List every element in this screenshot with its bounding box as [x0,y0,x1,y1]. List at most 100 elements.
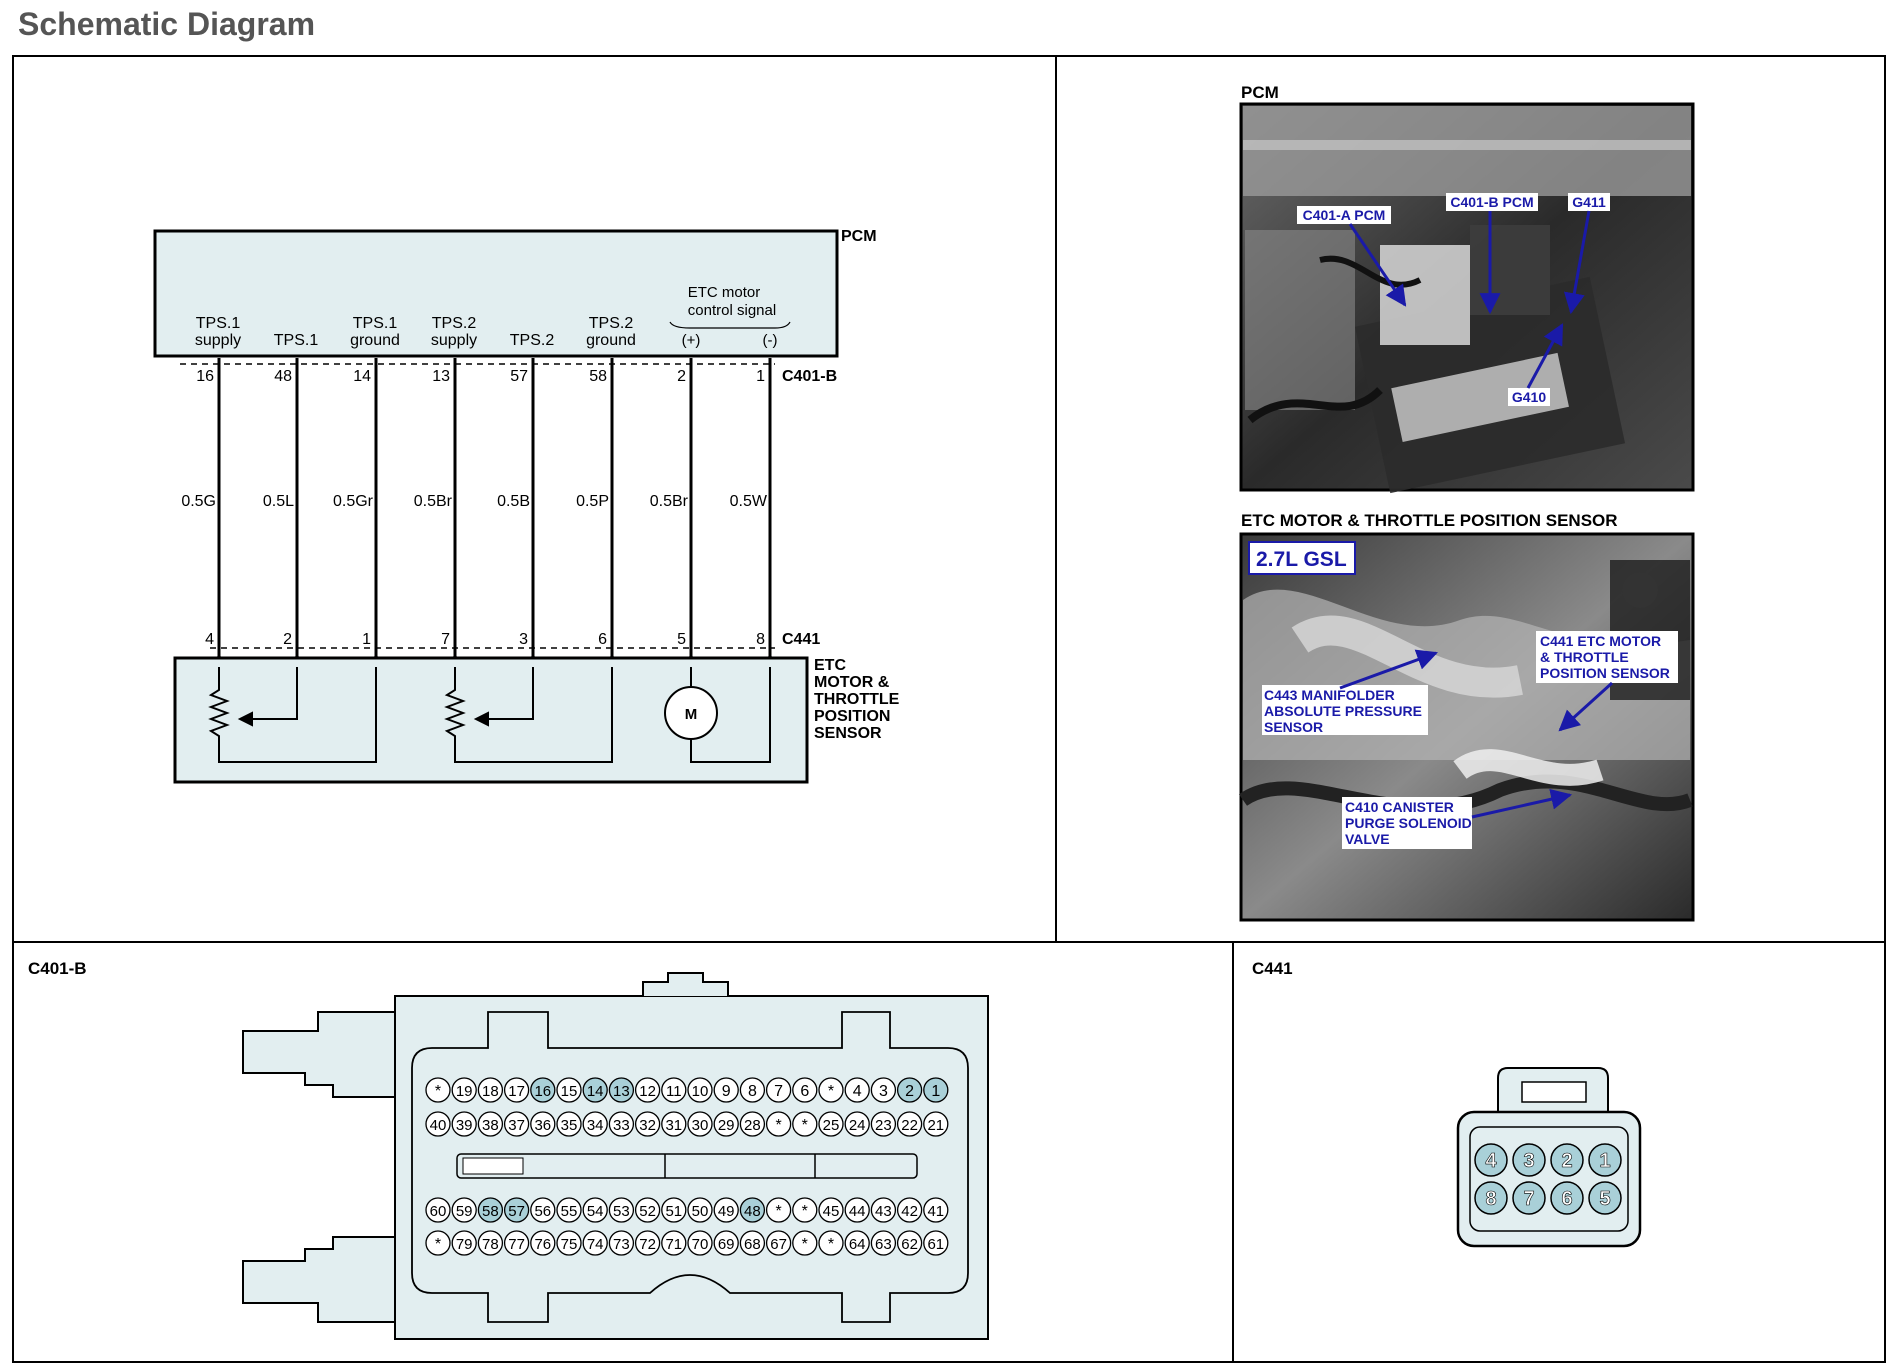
motor-symbol: M [685,706,698,723]
pcm-pin-number: 16 [196,368,214,385]
c401b-pin [870,1197,897,1223]
c441-pin-number: 6 [1561,1188,1572,1210]
c401b-pin-number: 53 [613,1203,630,1220]
c401b-pin-number: 8 [748,1083,757,1100]
c401b-pin-number: 51 [665,1203,682,1220]
c441-pin [1512,1143,1546,1177]
page-title: Schematic Diagram [18,6,316,42]
c401b-pin [477,1111,504,1137]
c401b-pin-number: 12 [639,1083,656,1100]
c401b-pin [556,1077,582,1103]
c401b-pin-number: 33 [613,1117,630,1134]
c401b-pin-number: * [828,1083,834,1100]
c401b-pin [661,1230,687,1256]
c441-pin-number: 8 [1485,1188,1496,1210]
c401b-slot-bar [456,1153,918,1179]
c401b-pin-number: 37 [508,1117,525,1134]
c401b-pin [896,1230,923,1256]
c401b-pin [503,1111,530,1137]
c401b-pin-number: 22 [901,1117,918,1134]
c401b-pin [818,1197,844,1223]
c401b-pin [792,1077,818,1103]
c401b-pin-number: 6 [800,1083,809,1100]
pcm-pin-number: 57 [510,368,528,385]
c401b-pin-number: 44 [849,1203,866,1220]
c441-title: C441 [1252,959,1293,978]
pin-function-label: supply [195,332,241,349]
c401b-pin-number: 11 [666,1083,682,1100]
component-label-line-3: THROTTLE [814,691,900,708]
c401b-pin [530,1230,556,1256]
c401b-pin-number: 23 [875,1117,892,1134]
callout-c410-line-1: C410 CANISTER [1345,799,1454,815]
c401b-pin [739,1111,766,1137]
c401b-pin-number: 50 [692,1203,709,1220]
c401b-pin-number: 15 [561,1083,578,1100]
callout-c410-line-3: VALVE [1345,831,1390,847]
wire-color-code: 0.5P [576,493,609,510]
callout-c443: C443 MANIFOLDER ABSOLUTE PRESSURE SENSOR [1264,687,1422,735]
tps2-resistor [444,667,613,763]
c401b-pin [923,1230,949,1256]
c401b-pin-number: 16 [534,1083,551,1100]
c401b-pin-number: 39 [456,1117,473,1134]
c441-body [1456,1110,1642,1248]
c401b-pin [923,1111,949,1137]
c401b-pin-number: 62 [901,1236,918,1253]
c401b-pin [582,1077,608,1103]
c401b-pin [765,1197,792,1223]
c401b-pin [687,1111,713,1137]
c401b-pin [608,1230,635,1256]
component-label-line-4: POSITION [814,708,890,725]
c401b-pin [530,1077,556,1103]
pin-function-label: TPS.2 [510,332,555,349]
wire-group: TPS.1supply160.5G4TPS.1480.5L2TPS.1groun… [181,315,779,665]
c401b-pin [451,1197,477,1223]
c401b-pin-number: 28 [744,1117,761,1134]
c401b-pin-number: 70 [692,1236,709,1253]
frame-grid [12,55,1886,1363]
c401b-pin [923,1197,949,1223]
c401b-pin [425,1111,451,1137]
c401b-pin-number: 31 [665,1117,682,1134]
c401b-pin-number: 25 [823,1117,840,1134]
sensor-pin-number: 4 [205,631,214,648]
c401b-pin [792,1197,818,1223]
c401b-pin-number: 19 [456,1083,473,1100]
c401b-pin-number: 61 [927,1236,944,1253]
callout-c441: C441 ETC MOTOR & THROTTLE POSITION SENSO… [1540,633,1670,681]
callout-c441-line-1: C441 ETC MOTOR [1540,633,1661,649]
c401b-pin-number: 77 [508,1236,525,1253]
c441-cavity [1469,1126,1629,1232]
c401b-pin [765,1230,792,1256]
c401b-pin-number: 49 [718,1203,735,1220]
c441-pin [1588,1143,1622,1177]
c401b-pin-number: 14 [587,1083,604,1100]
c401b-pin-number: * [435,1083,441,1100]
c401b-pin [896,1197,923,1223]
c401b-pin-number: 69 [718,1236,735,1253]
c401b-pin-number: 1 [931,1083,940,1100]
c401b-pin-number: 34 [587,1117,604,1134]
c441-connector-label: C441 [782,631,820,648]
etc-motor-label-2: control signal [688,302,776,319]
c401b-pin [792,1111,818,1137]
c401b-pin [896,1077,923,1103]
c401b-title: C401-B [28,959,87,978]
component-label-line-1: ETC [814,657,846,674]
c441-pin-number: 1 [1599,1150,1610,1172]
pcm-pin-number: 1 [756,368,765,385]
component-label-line-5: SENSOR [814,725,882,742]
c401b-pin [818,1111,844,1137]
c401b-pin [923,1077,949,1103]
c401b-pin-number: 74 [587,1236,604,1253]
c401b-pin [530,1197,556,1223]
wire-color-code: 0.5L [263,493,294,510]
c401b-pin [556,1197,582,1223]
c401b-pin-number: 43 [875,1203,892,1220]
c401b-pin-number: 63 [875,1236,892,1253]
